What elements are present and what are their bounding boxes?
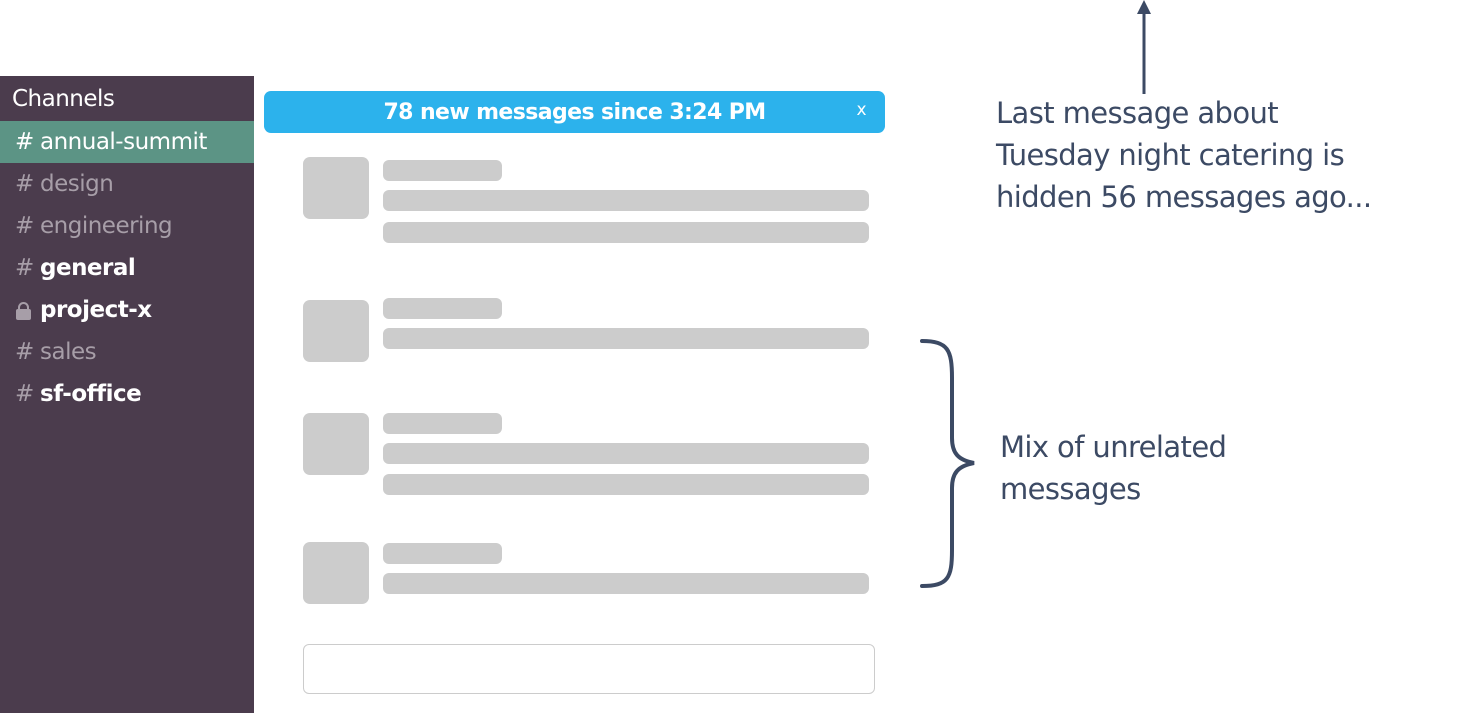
channel-name: annual-summit	[40, 129, 207, 155]
sidebar-item-sf-office[interactable]: # sf-office	[0, 373, 254, 415]
sidebar-item-general[interactable]: # general	[0, 247, 254, 289]
annotation-line: hidden 56 messages ago...	[996, 180, 1372, 214]
hash-icon: #	[15, 339, 34, 365]
text-placeholder	[383, 474, 869, 495]
hash-icon: #	[15, 213, 34, 239]
avatar	[303, 542, 369, 604]
channel-name: engineering	[40, 213, 173, 239]
message-input[interactable]	[303, 644, 875, 694]
close-icon[interactable]: x	[856, 100, 867, 120]
author-placeholder	[383, 413, 502, 434]
annotation-unrelated-messages: Mix of unrelated messages	[1000, 426, 1227, 510]
avatar	[303, 157, 369, 219]
text-placeholder	[383, 443, 869, 464]
new-messages-text: 78 new messages since 3:24 PM	[383, 99, 766, 125]
sidebar-item-design[interactable]: # design	[0, 163, 254, 205]
annotation-line: messages	[1000, 472, 1141, 506]
annotation-line: Last message about	[996, 96, 1279, 130]
arrow-up-icon	[1137, 0, 1151, 94]
channel-name: project-x	[40, 297, 152, 323]
curly-brace-icon	[920, 339, 975, 588]
channel-name: general	[40, 255, 136, 281]
text-placeholder	[383, 328, 869, 349]
new-messages-banner[interactable]: 78 new messages since 3:24 PM x	[264, 91, 885, 133]
author-placeholder	[383, 543, 502, 564]
lock-icon	[15, 300, 40, 320]
hash-icon: #	[15, 129, 34, 155]
sidebar-item-engineering[interactable]: # engineering	[0, 205, 254, 247]
annotation-hidden-message: Last message about Tuesday night caterin…	[996, 92, 1372, 218]
hash-icon: #	[15, 171, 34, 197]
sidebar-title: Channels	[12, 86, 115, 112]
sidebar-item-annual-summit[interactable]: # annual-summit	[0, 121, 254, 163]
channel-name: sales	[40, 339, 97, 365]
channel-name: design	[40, 171, 114, 197]
text-placeholder	[383, 190, 869, 211]
sidebar-item-project-x[interactable]: project-x	[0, 289, 254, 331]
avatar	[303, 300, 369, 362]
channel-name: sf-office	[40, 381, 142, 407]
hash-icon: #	[15, 381, 34, 407]
author-placeholder	[383, 160, 502, 181]
text-placeholder	[383, 573, 869, 594]
channel-sidebar: Channels # annual-summit # design # engi…	[0, 76, 254, 713]
text-placeholder	[383, 222, 869, 243]
annotation-line: Mix of unrelated	[1000, 430, 1227, 464]
author-placeholder	[383, 298, 502, 319]
avatar	[303, 413, 369, 475]
hash-icon: #	[15, 255, 34, 281]
annotation-line: Tuesday night catering is	[996, 138, 1345, 172]
sidebar-item-sales[interactable]: # sales	[0, 331, 254, 373]
